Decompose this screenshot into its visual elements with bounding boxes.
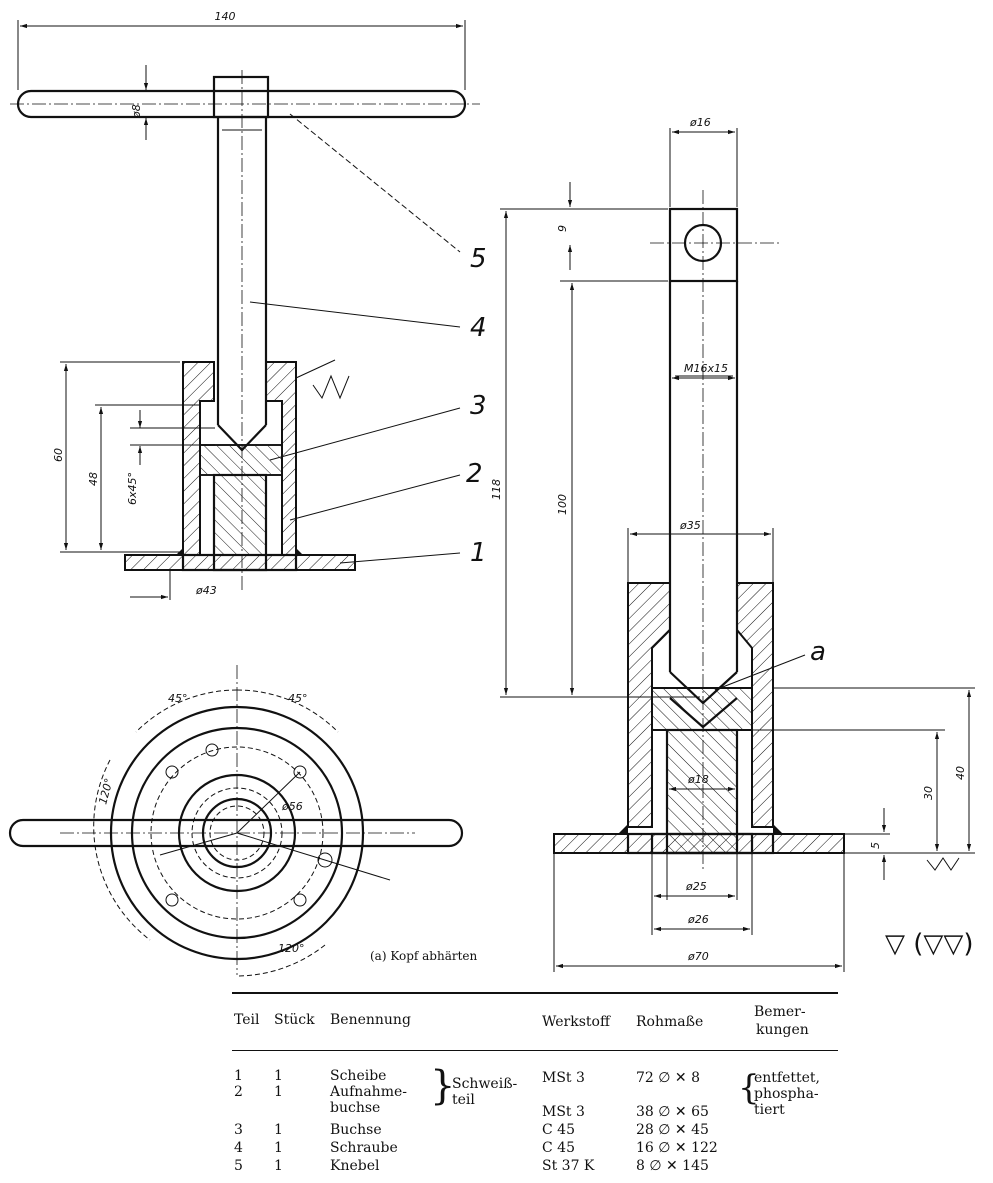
row-stueck: 1	[274, 1068, 283, 1084]
screw-shaft	[212, 75, 270, 119]
top-view: 45° 45° 120° 120° ø56	[8, 665, 464, 977]
row-werkstoff: C 45	[542, 1122, 575, 1138]
row-rohmasse: 28 ∅ ✕ 45	[636, 1122, 709, 1138]
table-row: 2	[234, 1084, 243, 1100]
row-stueck: 1	[274, 1084, 283, 1100]
dim-9: 9	[556, 225, 569, 232]
group-note-1: Schweiß-	[452, 1076, 518, 1092]
header-rohmasse: Rohmaße	[636, 1014, 704, 1030]
dim-6x45: 6x45°	[126, 472, 139, 505]
dim-dia-16: ø16	[689, 116, 711, 129]
callout-5: 5	[470, 244, 487, 274]
dim-140: 140	[215, 10, 236, 23]
row-rohmasse: 8 ∅ ✕ 145	[636, 1158, 709, 1174]
callout-2: 2	[466, 459, 483, 489]
assembly-side-view: 140 ø8 60 48 6x45°	[10, 10, 487, 600]
remark-line-3: tiert	[754, 1102, 785, 1118]
header-bemerkungen-1: Bemer-	[754, 1004, 806, 1020]
angle-120-left: 120°	[96, 777, 115, 806]
angle-45-left: 45°	[168, 692, 188, 705]
group-brace: }	[430, 1063, 456, 1109]
row-benennung: Schraube	[330, 1140, 398, 1156]
row-werkstoff: C 45	[542, 1140, 575, 1156]
header-benennung: Benennung	[330, 1012, 411, 1028]
dim-dia-56: ø56	[281, 800, 303, 813]
surface-finish-symbol: ▽ (▽▽)	[885, 929, 974, 959]
dim-m16x15: M16x15	[684, 362, 728, 375]
header-werkstoff: Werkstoff	[542, 1014, 610, 1030]
dim-dia-35: ø35	[679, 519, 701, 532]
table-row: 3	[234, 1122, 243, 1138]
remark-line-1: entfettet,	[754, 1070, 821, 1086]
angle-45-right: 45°	[288, 692, 308, 705]
row-rohmasse: 38 ∅ ✕ 65	[636, 1104, 709, 1120]
angle-120-bottom: 120°	[278, 942, 305, 955]
row-benennung: Knebel	[330, 1158, 380, 1174]
row-benennung: Aufnahme-	[330, 1084, 407, 1100]
dim-dia-26: ø26	[687, 913, 709, 926]
row-rohmasse: 16 ∅ ✕ 122	[636, 1140, 718, 1156]
dim-dia-43: ø43	[195, 584, 217, 597]
group-note-2: teil	[452, 1092, 475, 1108]
parts-list: Teil Stück Benennung Werkstoff Rohmaße B…	[232, 992, 842, 1177]
dim-118: 118	[490, 479, 503, 500]
callout-3: 3	[470, 391, 487, 421]
figure-caption: (a) Kopf abhärten	[370, 949, 478, 963]
table-row: 5	[234, 1158, 243, 1174]
dim-100: 100	[556, 494, 569, 515]
row-benennung: Scheibe	[330, 1068, 387, 1084]
dim-30: 30	[922, 786, 935, 800]
dim-dia-25: ø25	[685, 880, 707, 893]
row-rohmasse: 72 ∅ ✕ 8	[636, 1070, 700, 1086]
dim-dia-18: ø18	[687, 773, 709, 786]
row-benennung-2: buchse	[330, 1100, 381, 1116]
dim-5: 5	[869, 842, 882, 849]
header-teil: Teil	[234, 1012, 260, 1028]
row-werkstoff: MSt 3	[542, 1104, 585, 1120]
row-benennung: Buchse	[330, 1122, 382, 1138]
callout-4: 4	[470, 313, 487, 343]
table-top-rule	[232, 992, 838, 994]
dim-60: 60	[52, 448, 65, 462]
dim-dia-70: ø70	[687, 950, 709, 963]
callout-1: 1	[470, 538, 487, 568]
base-disk	[124, 554, 356, 571]
remark-line-2: phospha-	[754, 1086, 819, 1102]
row-stueck: 1	[274, 1158, 283, 1174]
technical-drawing: 140 ø8 60 48 6x45°	[8, 10, 975, 977]
header-bemerkungen-2: kungen	[756, 1022, 809, 1038]
detail-label-a: a	[810, 637, 826, 667]
table-row: 1	[234, 1068, 243, 1084]
dim-dia-8: ø8	[130, 104, 143, 119]
remarks-bracket: {	[738, 1068, 760, 1108]
dim-40: 40	[954, 766, 967, 780]
row-stueck: 1	[274, 1122, 283, 1138]
table-row: 4	[234, 1140, 243, 1156]
row-werkstoff: St 37 K	[542, 1158, 595, 1174]
dim-48: 48	[87, 472, 100, 486]
row-werkstoff: MSt 3	[542, 1070, 585, 1086]
table-header-rule	[232, 1050, 838, 1051]
header-stueck: Stück	[274, 1012, 315, 1028]
row-stueck: 1	[274, 1140, 283, 1156]
detail-section-view: ø16 9 M16x15 118 100 ø35	[490, 116, 975, 972]
